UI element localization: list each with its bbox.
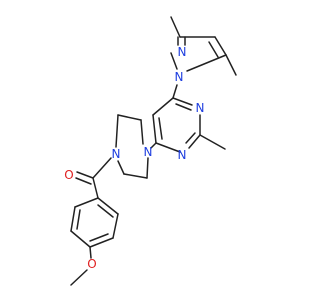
atom-n-pyrimidine-3: N (178, 148, 187, 162)
pyrimidine-n1-label: N (196, 101, 205, 115)
piperazine-n1-label: N (112, 147, 121, 161)
bond-methyl-c5 (225, 54, 237, 76)
bond-pm-c2-n3-double (185, 132, 196, 144)
atom-n-piperazine-4: N (144, 145, 153, 159)
bond-pm-c6-n1-double (175, 103, 192, 111)
bond-methyl-c3 (170, 16, 181, 38)
carbonyl-o-label: O (64, 168, 73, 182)
bond-pz-c5-n1 (186, 54, 227, 72)
bond-pz-c4-c5-double (208, 41, 219, 58)
bond-pm-c4-c5-double (158, 117, 163, 140)
pyrazole-n2-label: N (178, 45, 187, 59)
bond-bz-6-1 (74, 197, 99, 208)
bond-aryl-to-methoxy-o (89, 246, 92, 259)
atom-n-pyrazole-2: N (178, 45, 187, 59)
bond-carbonyl-co (76, 171, 94, 179)
atom-labels: N N N N N N O O (64, 45, 204, 271)
pyrimidine-n3-label: N (178, 148, 187, 162)
bond-pp-c-c-bottom (123, 173, 148, 179)
bond-bz-3-4 (89, 237, 114, 248)
bond-pp-c-c-top (117, 114, 142, 121)
bond-pz-c4-c5 (214, 36, 227, 56)
bond-pm-n3-c4 (155, 142, 181, 153)
bond-bz-4-5 (70, 230, 91, 248)
pyrazole-n1-label: N (175, 70, 184, 84)
bond-pm-c4-c5 (152, 114, 157, 144)
atom-n-pyrazole-1: N (175, 70, 184, 84)
bond-pp-n1-c (117, 160, 125, 175)
bond-bz-3-4-double (89, 233, 109, 242)
bond-bz-2-3 (112, 213, 119, 239)
atom-n-piperazine-1: N (112, 147, 121, 161)
bond-carbonyl-to-aryl (92, 177, 99, 199)
bond-bz-1-2 (97, 197, 119, 215)
atom-n-pyrimidine-1: N (196, 101, 205, 115)
bond-pz-to-pyrimidine (172, 84, 178, 99)
molecule-canvas: N N N N N N O O (64, 16, 237, 286)
bond-pm-c6-n1 (172, 97, 193, 106)
methoxy-o-label: O (87, 257, 96, 271)
molecule-structure: N N N N N N O O (64, 16, 237, 286)
bond-piperazine-to-carbonyl (92, 157, 112, 179)
bond-bz-5-6 (70, 206, 76, 232)
bond-pm-c5-c6 (152, 97, 174, 116)
atom-o-carbonyl: O (64, 168, 73, 182)
bond-pm-c2-n3 (188, 134, 201, 149)
piperazine-n4-label: N (144, 145, 153, 159)
bond-pp-n4-c (140, 119, 144, 145)
bond-pp-c-n1 (115, 114, 119, 148)
bond-pyrimidine-to-piperazine (150, 142, 157, 149)
bond-methoxy-o-to-ch3 (70, 269, 88, 286)
bond-bz-1-2-double (97, 204, 114, 218)
bonds (70, 16, 237, 286)
bond-carbonyl-co-double (75, 177, 92, 185)
atom-o-methoxy: O (87, 257, 96, 271)
bond-methyl-c2 (199, 134, 226, 150)
bond-pp-c-n4 (146, 157, 149, 179)
bond-bz-5-6-double (76, 209, 81, 230)
bond-pz-n1-n2 (170, 52, 178, 70)
